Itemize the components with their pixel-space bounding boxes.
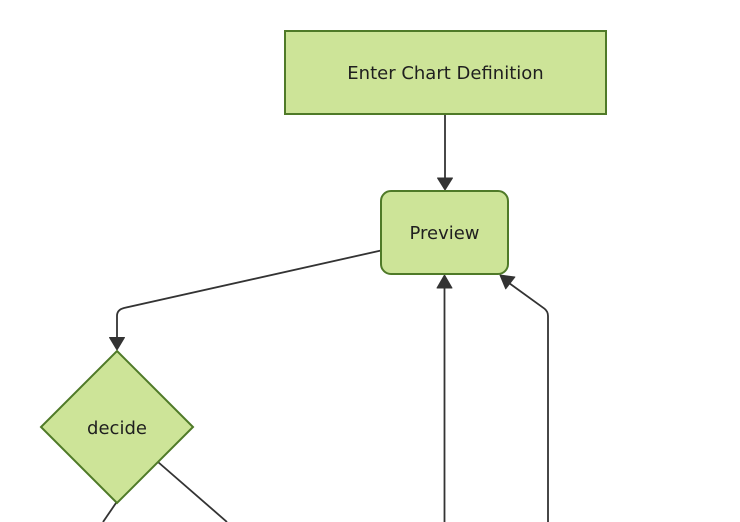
rectangle-shape xyxy=(284,30,607,115)
rounded-rectangle-shape xyxy=(380,190,509,275)
edge-enter-to-preview xyxy=(437,114,453,191)
arrowhead-up-icon xyxy=(436,274,453,289)
diamond-shape xyxy=(39,349,195,505)
edge-bottom-to-preview-straight xyxy=(436,274,453,522)
arrowhead-down-icon xyxy=(437,177,453,191)
edge-line xyxy=(157,461,228,522)
edge-decide-to-offscreen-left xyxy=(102,502,117,522)
edge-line xyxy=(116,249,382,337)
arrowhead-down-icon xyxy=(109,337,125,351)
edge-bottom-to-preview-corner xyxy=(499,274,549,522)
node-label: Enter Chart Definition xyxy=(347,63,543,84)
node-label: Preview xyxy=(409,223,479,244)
node-decide: decide xyxy=(39,349,195,505)
edge-line xyxy=(508,282,549,522)
node-preview: Preview xyxy=(380,190,509,275)
edge-decide-to-offscreen-right xyxy=(157,461,228,522)
arrowhead-up-left-icon xyxy=(499,274,516,290)
node-enter-chart-definition: Enter Chart Definition xyxy=(284,30,607,115)
edge-line xyxy=(102,502,117,522)
node-label: decide xyxy=(87,418,147,439)
edge-preview-to-decide xyxy=(109,249,382,351)
